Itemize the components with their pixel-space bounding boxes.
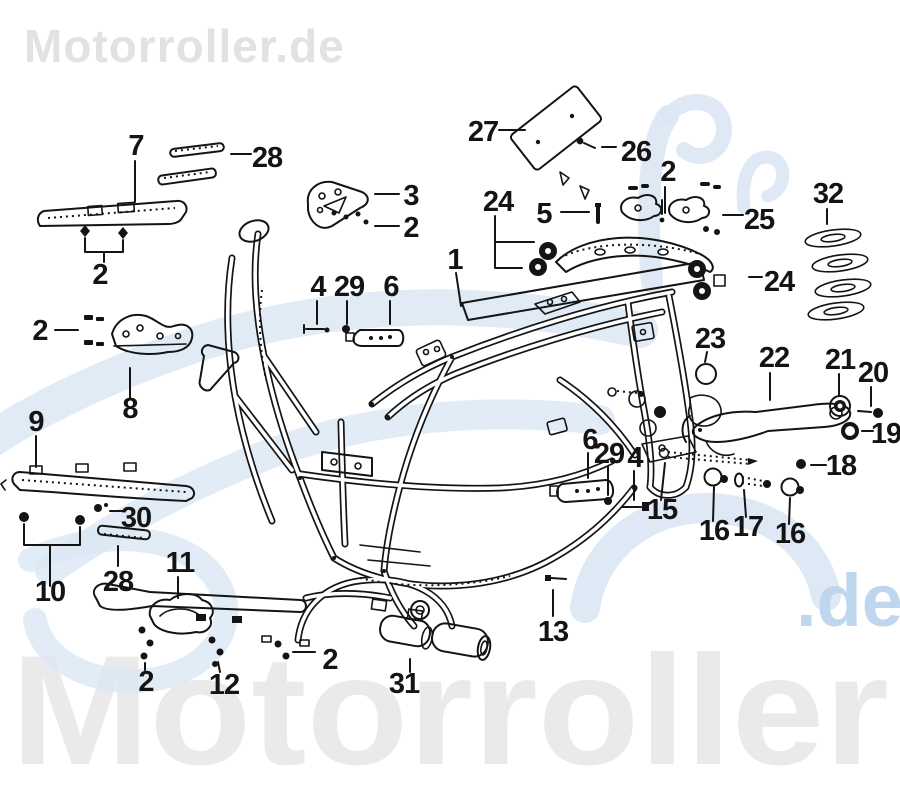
part-callout-19-24: 19	[871, 418, 900, 450]
part-7-bar	[36, 199, 188, 239]
part-callout-13-41: 13	[538, 616, 569, 648]
part-callout-29-27: 29	[594, 438, 625, 470]
part-callout-24-15: 24	[483, 186, 514, 218]
part-4-bolt-right	[621, 502, 649, 511]
part-callout-27-8: 27	[468, 116, 498, 148]
part-callout-26-9: 26	[621, 136, 652, 168]
part-callout-15-29: 15	[647, 494, 678, 526]
part-27-plate	[509, 85, 603, 200]
part-callout-24-14: 24	[764, 266, 795, 298]
part-callout-17-31: 17	[733, 511, 763, 543]
part-callout-2-3: 2	[32, 315, 47, 347]
part-callout-4-17: 4	[310, 271, 326, 303]
part-23-ring	[695, 363, 717, 385]
part-callout-20-23: 20	[858, 357, 888, 389]
part-8-bracket	[111, 314, 194, 355]
part-22-arm	[681, 402, 852, 457]
part-26-screw	[576, 137, 596, 149]
leader-lines	[23, 129, 874, 673]
part-9-rail	[0, 462, 195, 525]
part-callout-16-30: 16	[699, 515, 730, 547]
part-5-pin	[595, 203, 601, 224]
part-callout-16-32: 16	[775, 518, 806, 550]
part-callout-21-22: 21	[825, 344, 856, 376]
part-28-strips-top	[157, 142, 225, 186]
part-callout-5-11: 5	[536, 198, 552, 230]
part-13-screw	[545, 575, 567, 581]
part-32-washers	[804, 228, 872, 321]
watermark-top-logo: Motorroller.de	[24, 20, 345, 72]
footrest-bar	[92, 582, 307, 623]
part-19-ring	[841, 422, 859, 440]
part-2-bolts-bottom-left	[138, 626, 154, 660]
part-20-bolt	[857, 408, 883, 418]
part-4-bolt-left	[303, 324, 330, 334]
part-17-bolt	[734, 472, 771, 488]
part-callout-28-35: 28	[103, 566, 134, 598]
part-callout-25-12: 25	[744, 204, 775, 236]
part-callout-30-33: 30	[121, 502, 151, 534]
part-callout-4-28: 4	[627, 442, 643, 474]
watermark-de-suffix: .de	[796, 559, 900, 642]
part-31-cylinders	[379, 614, 492, 661]
part-callout-6-26: 6	[582, 424, 598, 456]
part-callout-2-37: 2	[138, 666, 153, 698]
frame-rear-fittings	[607, 387, 666, 437]
part-2-bolts-left	[84, 315, 104, 346]
part-callout-3-6: 3	[403, 180, 419, 212]
part-21-bushing	[829, 395, 851, 417]
part-callout-2-39: 2	[322, 644, 337, 676]
part-12-bolts	[208, 636, 224, 667]
part-callout-2-10: 2	[660, 156, 675, 188]
part-callout-11-36: 11	[166, 547, 196, 579]
part-callout-22-21: 22	[759, 342, 789, 374]
part-6-bracket-left	[345, 329, 405, 347]
part-callout-8-4: 8	[122, 393, 138, 425]
part-callout-23-20: 23	[695, 323, 726, 355]
part-28-strip-bottom	[97, 524, 151, 541]
carrier-assembly	[461, 236, 726, 321]
part-callout-12-38: 12	[209, 669, 239, 701]
part-callout-2-7: 2	[403, 212, 418, 244]
part-callout-29-18: 29	[334, 271, 365, 303]
part-callout-1-16: 1	[447, 244, 463, 276]
part-callout-28-1: 28	[252, 142, 283, 174]
part-callout-7-0: 7	[128, 130, 143, 162]
part-callout-10-34: 10	[35, 576, 65, 608]
part-15-rod	[658, 447, 758, 465]
part-callout-31-40: 31	[389, 668, 420, 700]
part-18-nut	[796, 459, 806, 469]
part-16-bolt-a	[703, 467, 728, 487]
part-callout-18-25: 18	[826, 450, 857, 482]
part-29-ball-left	[342, 325, 350, 333]
watermark-big-text: Motorroller	[11, 624, 889, 798]
part-callout-32-13: 32	[813, 178, 843, 210]
part-callout-6-19: 6	[383, 271, 399, 303]
part-25-brackets	[620, 182, 721, 235]
part-callout-2-2: 2	[92, 259, 107, 291]
part-30-bolt	[94, 503, 108, 512]
part-2-bolts-bottom-center	[261, 635, 310, 660]
part-29-ball-right	[604, 497, 612, 505]
part-callout-9-5: 9	[28, 406, 44, 438]
part-16-bolt-b	[780, 477, 804, 497]
part-3-gusset	[306, 180, 369, 229]
